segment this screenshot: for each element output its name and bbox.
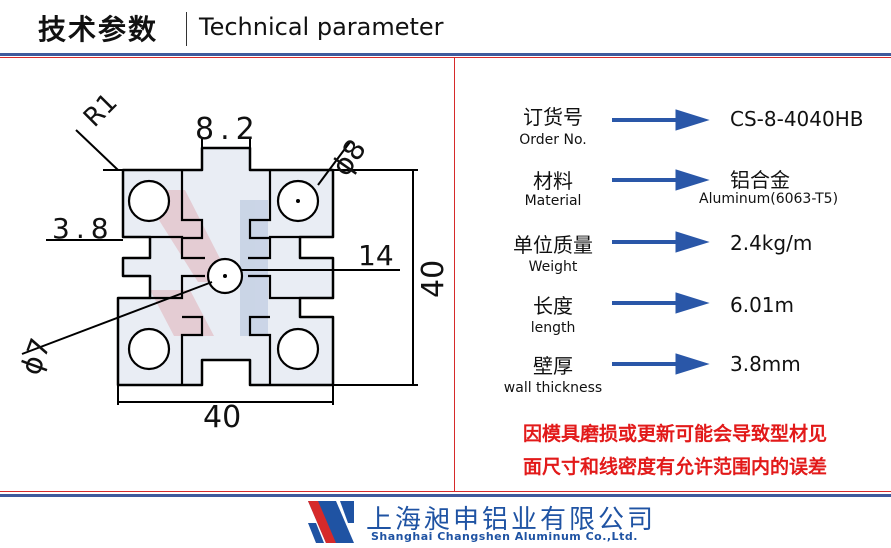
company-logo-icon: [306, 499, 356, 545]
company-name-cn: 上海昶申铝业有限公司: [366, 505, 657, 535]
spec-value: 铝合金: [730, 168, 790, 192]
profile-inner-walls: [150, 170, 300, 385]
spec-label-cn: 订货号: [523, 105, 583, 129]
dimension-lines: [21, 129, 418, 405]
dim-label-40-horizontal: 40: [203, 400, 242, 435]
spec-label-en: length: [530, 320, 576, 336]
corner-hole-br: [276, 327, 320, 371]
title-divider: [186, 12, 187, 46]
arrow-right-icon: [612, 109, 710, 131]
spec-label-cn: 单位质量: [513, 233, 593, 257]
spec-value: 3.8mm: [730, 352, 801, 376]
arrow-right-icon: [612, 353, 710, 375]
footer-rule-red: [0, 491, 891, 492]
corner-hole-bl: [127, 327, 171, 371]
dim-label-40-vertical: 40: [416, 259, 451, 298]
spec-value: CS-8-4040HB: [730, 107, 864, 131]
arrow-right-icon: [612, 231, 710, 253]
header-rule-blue: [0, 53, 891, 56]
dim-label-14: 14: [358, 239, 394, 272]
notice-line-1: 因模具磨损或更新可能会导致型材见: [522, 423, 827, 445]
spec-value-sub: Aluminum(6063-T5): [699, 191, 839, 207]
spec-value: 6.01m: [730, 293, 795, 317]
spec-arrows: [612, 109, 710, 375]
notice-line-2: 面尺寸和线密度有允许范围内的误差: [522, 456, 827, 478]
page-title-cn: 技术参数: [38, 13, 159, 46]
dim-label-8-2: 8.2: [195, 112, 261, 147]
header-rule-red: [0, 57, 891, 58]
spec-label-en: Weight: [528, 259, 578, 275]
profile-drawing: [21, 129, 418, 405]
page-title-en: Technical parameter: [199, 13, 444, 41]
dim-label-3-8: 3.8: [52, 212, 115, 245]
arrow-right-icon: [612, 169, 710, 191]
spec-label-cn: 壁厚: [533, 354, 573, 378]
spec-value: 2.4kg/m: [730, 231, 813, 255]
spec-label-cn: 长度: [533, 294, 573, 318]
spec-label-en: wall thickness: [503, 380, 603, 396]
section-divider: [454, 58, 455, 491]
spec-label-en: Order No.: [519, 132, 587, 148]
footer-rule-blue: [0, 494, 891, 497]
corner-hole-tl: [127, 179, 171, 223]
spec-label-en: Material: [524, 193, 582, 209]
arrow-right-icon: [612, 292, 710, 314]
company-name-en: Shanghai Changshen Aluminum Co.,Ltd.: [371, 530, 638, 543]
hole-center-mark: [296, 199, 300, 203]
spec-label-cn: 材料: [533, 169, 573, 193]
